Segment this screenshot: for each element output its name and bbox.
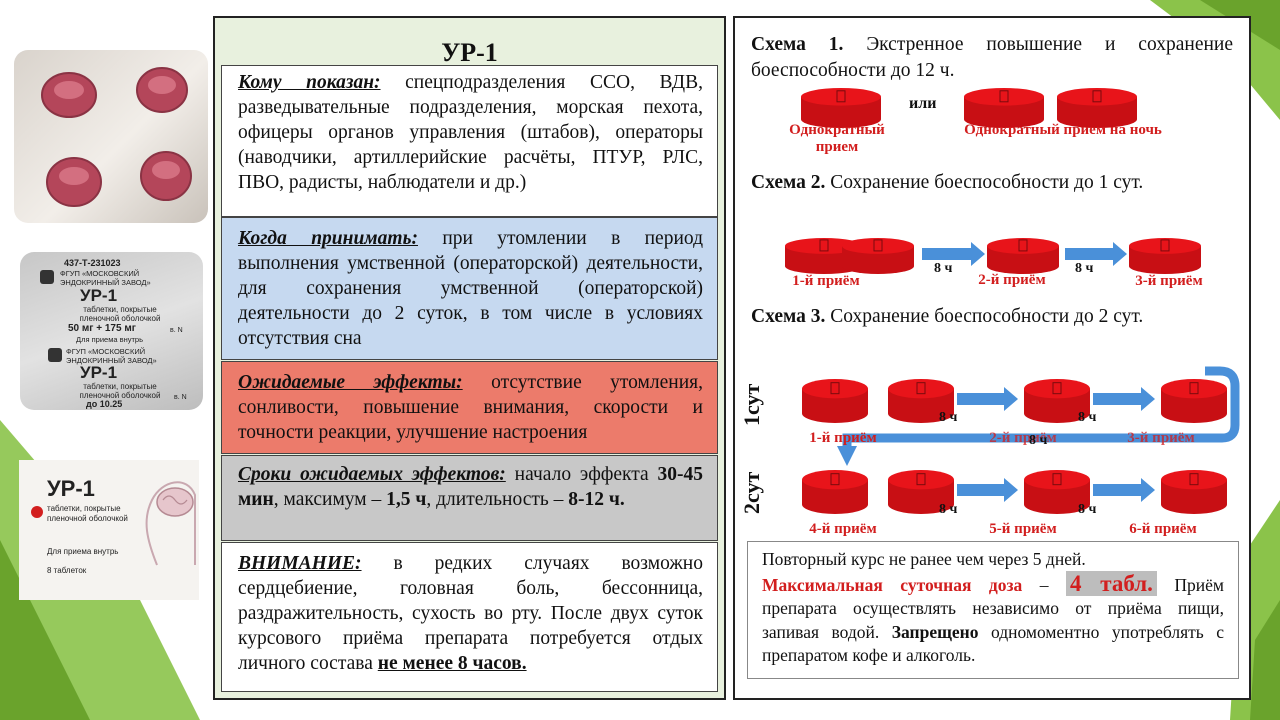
indications-box: Кому показан: спецподразделения ССО, ВДВ… [221, 65, 718, 217]
box-desc: таблетки, покрытые пленочной оболочкой [47, 504, 128, 523]
box-use: Для приема внутрь [47, 547, 119, 556]
package-desc: таблетки, покрытые пленочной оболочкой [79, 305, 161, 323]
scheme-3-heading: Схема 3. Сохранение боеспособности до 2 … [751, 306, 1144, 327]
when-box: Когда принимать: при утомлении в период … [221, 217, 718, 360]
scheme-3-pill-2 [888, 379, 954, 423]
scheme-3-arrow-3 [957, 478, 1018, 502]
package-name: УР-1 [80, 286, 118, 305]
brain-head-icon [145, 481, 196, 566]
effects-text: отсутствие утомления, сонливости, повыше… [238, 372, 703, 443]
scheme-2-arrow-1 [922, 242, 985, 266]
prohibited-label: Запрещено [891, 621, 979, 642]
scheme-2-heading: Схема 2. Сохранение боеспособности до 1 … [751, 172, 1144, 193]
warning-heading: ВНИМАНИЕ: [238, 553, 362, 574]
blister-photo [14, 50, 208, 223]
scheme-2-caption-3: 3-й приём [1135, 273, 1203, 289]
scheme-1-caption-single: Однократный прием [789, 122, 885, 155]
indications-heading: Кому показан: [238, 72, 381, 93]
package-batch-2: в. N [174, 394, 187, 401]
scheme-1-pill-1 [801, 88, 881, 128]
ban-icon [31, 506, 43, 518]
max-dose-value: 4 табл. [1065, 570, 1157, 596]
scheme-2-caption-2: 2-й приём [978, 272, 1046, 288]
page-title: УР-1 [441, 38, 498, 67]
course-note: Повторный курс не ранее чем через 5 дней… [747, 541, 1239, 679]
box-count: 8 таблеток [47, 566, 87, 575]
dosage-schemes-panel: Схема 1. Экстренное повышение и сохранен… [733, 16, 1251, 700]
effects-box: Ожидаемые эффекты: отсутствие утомления,… [221, 361, 718, 454]
warning-box: ВНИМАНИЕ: в редких случаях возможно серд… [221, 542, 718, 692]
package-batch: в. N [170, 327, 183, 334]
scheme-2-interval-2: 8 ч [1075, 261, 1094, 276]
timing-box: Сроки ожидаемых эффектов: начало эффекта… [221, 455, 718, 541]
when-text: при утомлении в период выполнения умстве… [238, 228, 704, 349]
scheme-3-pill-4 [1161, 379, 1227, 423]
warning-emphasis: не менее 8 часов. [377, 653, 527, 674]
scheme-3-day-2: 2сут [739, 471, 764, 514]
deer-logo-icon [48, 348, 62, 362]
package-maker: ФГУП «МОСКОВСКИЙ ЭНДОКРИННЫЙ ЗАВОД» [60, 269, 151, 287]
scheme-3-caption-3: 3-й приём [1127, 430, 1195, 446]
effects-heading: Ожидаемые эффекты: [238, 372, 463, 393]
scheme-2-pill-2 [842, 238, 914, 274]
package-dose: 50 мг + 175 мг [68, 323, 136, 334]
warning-text: в редких случаях возможно сердцебиение, … [238, 553, 703, 674]
scheme-3-arrow-1 [957, 387, 1018, 411]
scheme-1-heading: Схема 1. Экстренное повышение и сохранен… [751, 34, 1233, 81]
drug-info-panel: УР-1 Кому показан: спецподразделения ССО… [213, 16, 726, 700]
scheme-3-caption-1: 1-й приём [809, 430, 877, 446]
package-label-photo: 437-Т-231023 ФГУП «МОСКОВСКИЙ ЭНДОКРИННЫ… [20, 252, 203, 410]
scheme-3-day-1: 1сут [739, 383, 764, 426]
package-code: 437-Т-231023 [64, 258, 121, 268]
scheme-2-interval-1: 8 ч [934, 261, 953, 276]
scheme-3-pill-7 [1024, 470, 1090, 514]
scheme-3-interval-1: 8 ч [939, 410, 958, 425]
scheme-1-caption-night: Однократный прием на ночь [964, 122, 1162, 138]
when-heading: Когда принимать: [238, 228, 418, 249]
scheme-1-or: или [909, 95, 937, 112]
scheme-3-interval-2: 8 ч [1078, 410, 1097, 425]
scheme-2-pill-3 [987, 238, 1059, 274]
package-exp: до 10.25 [86, 399, 123, 409]
scheme-1-pill-2 [964, 88, 1044, 128]
scheme-1-pill-3 [1057, 88, 1137, 128]
scheme-3-interval-5: 8 ч [1078, 502, 1097, 517]
scheme-3-arrow-2 [1093, 387, 1155, 411]
package-desc-2: таблетки, покрытые пленочной оболочкой [79, 382, 161, 400]
scheme-3-return-arrowhead [837, 446, 857, 466]
package-use: Для приема внутрь [76, 335, 143, 344]
scheme-2-arrow-2 [1065, 242, 1127, 266]
deer-logo-icon [40, 270, 54, 284]
box-name: УР-1 [47, 476, 95, 501]
scheme-3-interval-3: 8 ч [1029, 433, 1048, 448]
max-dose-label: Максимальная суточная доза [762, 574, 1023, 595]
package-maker-2: ФГУП «МОСКОВСКИЙ ЭНДОКРИННЫЙ ЗАВОД» [66, 347, 157, 365]
scheme-3-arrow-4 [1093, 478, 1155, 502]
scheme-3-pill-3 [1024, 379, 1090, 423]
scheme-3-pill-1 [802, 379, 868, 423]
package-name-2: УР-1 [80, 363, 118, 382]
scheme-2-pill-4 [1129, 238, 1201, 274]
scheme-3-interval-4: 8 ч [939, 502, 958, 517]
scheme-3-return-arrow [842, 366, 1240, 446]
scheme-3-pill-5 [802, 470, 868, 514]
timing-heading: Сроки ожидаемых эффектов: [238, 464, 506, 485]
indications-text: спецподразделения ССО, ВДВ, разведывател… [238, 72, 703, 193]
scheme-3-pill-8 [1161, 470, 1227, 514]
scheme-3-caption-2: 2-й приём [989, 430, 1057, 446]
scheme-2-caption-1: 1-й приём [792, 273, 860, 289]
product-box-photo: УР-1 таблетки, покрытые пленочной оболоч… [19, 460, 199, 600]
scheme-3-caption-6: 6-й приём [1129, 521, 1197, 537]
scheme-3-pill-6 [888, 470, 954, 514]
scheme-3-caption-4: 4-й приём [809, 521, 877, 537]
schemes-graphics [785, 88, 1240, 514]
scheme-3-caption-5: 5-й приём [989, 521, 1057, 537]
